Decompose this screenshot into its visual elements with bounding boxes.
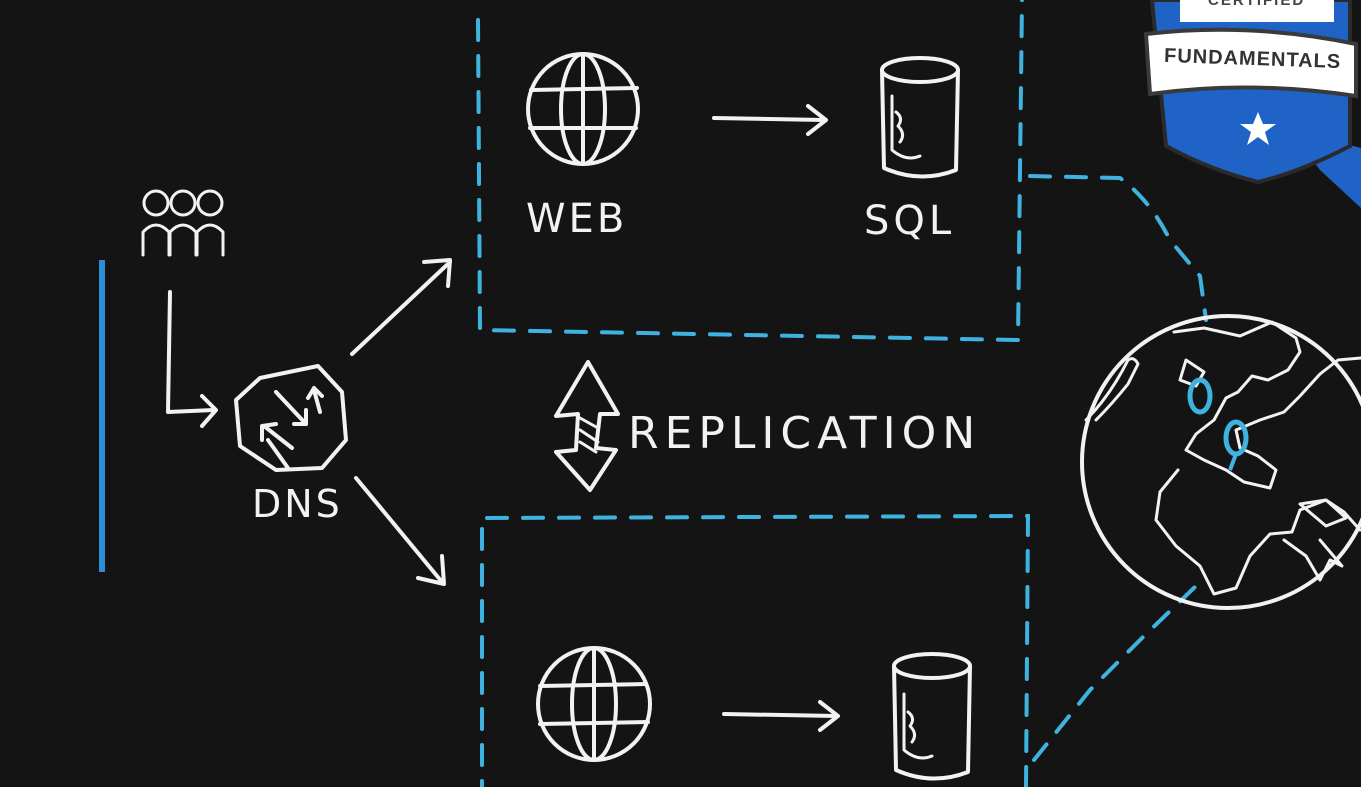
dns-to-primary-arrow [350, 258, 452, 356]
replication-arrow [554, 360, 620, 492]
database-icon-secondary [892, 652, 972, 781]
globe-icon-secondary [536, 646, 652, 762]
primary-location-marker [1187, 377, 1213, 415]
globe-icon [526, 52, 640, 166]
database-icon [880, 56, 960, 179]
web-to-sql-arrow [712, 104, 828, 136]
web-to-sql-arrow-secondary [722, 700, 840, 732]
dns-icon [234, 364, 348, 472]
star-icon [1240, 112, 1276, 145]
replication-label: REPLICATION [628, 408, 982, 459]
certification-badge [1143, 0, 1361, 208]
accent-bar [99, 260, 105, 572]
badge-top-text: CERTIFIED [1208, 0, 1306, 9]
primary-region-boundary [476, 0, 1024, 343]
dns-to-secondary-arrow [354, 476, 446, 586]
primary-geo-connector [1028, 174, 1208, 322]
users-icon [141, 189, 225, 257]
secondary-location-marker [1223, 419, 1249, 457]
dns-label: DNS [252, 482, 343, 526]
sql-label: SQL [864, 198, 956, 244]
secondary-region-boundary [480, 513, 1031, 787]
users-to-dns-arrow [166, 290, 218, 428]
secondary-geo-connector [1032, 584, 1198, 762]
earth-map-icon [1080, 314, 1361, 610]
web-label: WEB [526, 196, 628, 242]
